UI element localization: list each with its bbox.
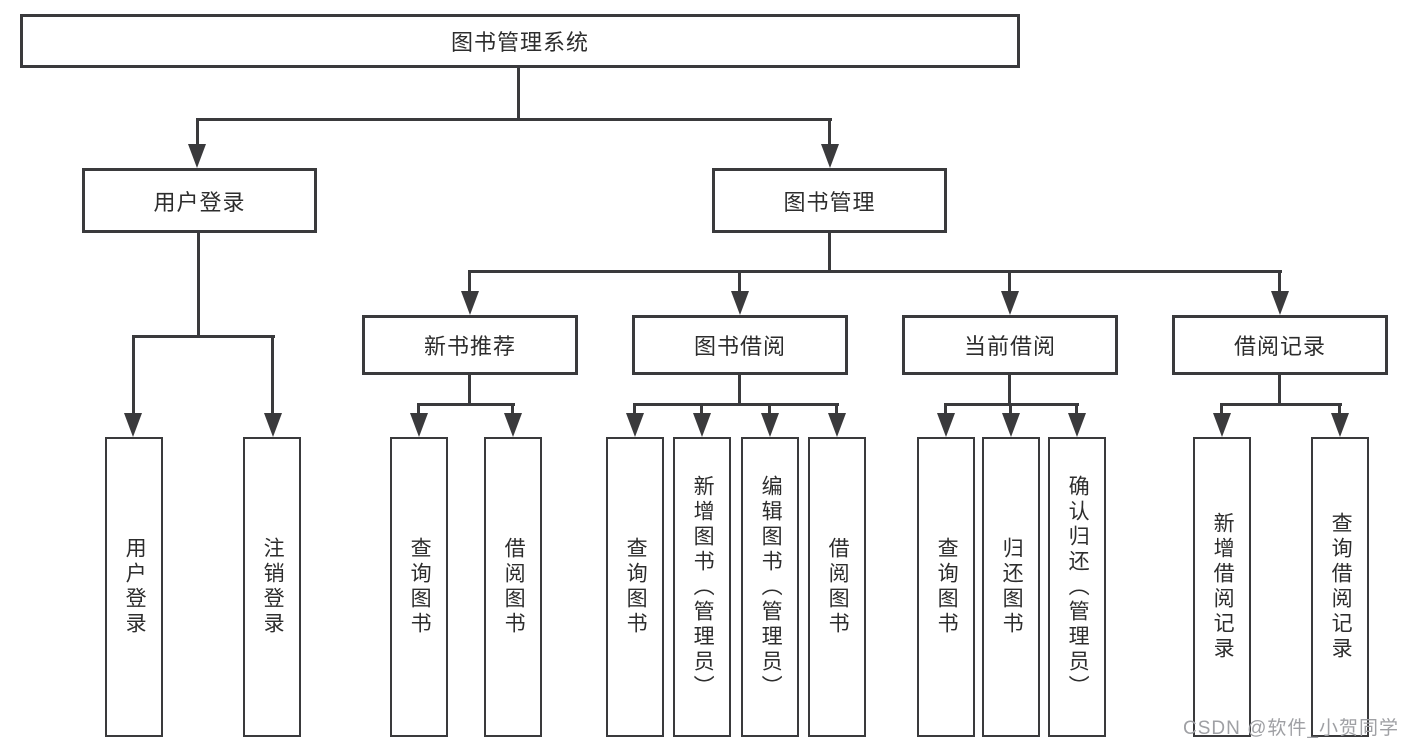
node-label: 用户登录	[153, 189, 246, 215]
arrow-down-icon	[504, 413, 522, 437]
arrow-down-icon	[693, 413, 711, 437]
connector-line	[196, 118, 832, 121]
node-user-login: 用户登录	[82, 168, 317, 233]
leaf-query-books-borrowing: 查询图书	[606, 437, 664, 737]
connector-line	[132, 335, 275, 338]
node-label: 借阅记录	[1233, 334, 1326, 359]
connector-line	[944, 406, 947, 415]
node-label: 用户登录	[123, 537, 147, 637]
connector-line	[196, 121, 199, 147]
leaf-borrow-books-borrowing: 借阅图书	[808, 437, 866, 737]
node-book-borrowing: 图书借阅	[632, 315, 848, 375]
node-new-book-recommend: 新书推荐	[362, 315, 578, 375]
connector-line	[197, 233, 200, 337]
arrow-down-icon	[264, 413, 282, 437]
arrow-down-icon	[937, 413, 955, 437]
leaf-query-books-recommend: 查询图书	[390, 437, 448, 737]
node-label: 查询借阅记录	[1329, 512, 1353, 662]
arrow-down-icon	[410, 413, 428, 437]
arrow-down-icon	[828, 413, 846, 437]
arrow-down-icon	[821, 144, 839, 168]
connector-line	[633, 403, 839, 406]
connector-line	[1278, 375, 1281, 405]
connector-line	[944, 403, 1079, 406]
arrow-down-icon	[731, 291, 749, 315]
connector-line	[468, 273, 471, 293]
connector-line	[417, 403, 515, 406]
leaf-user-login: 用户登录	[105, 437, 163, 737]
arrow-down-icon	[761, 413, 779, 437]
leaf-confirm-return-admin: 确认归还（管理员）	[1048, 437, 1106, 737]
node-label: 归还图书	[1000, 537, 1024, 637]
leaf-borrow-books-recommend: 借阅图书	[484, 437, 542, 737]
node-label: 图书借阅	[693, 334, 786, 359]
leaf-query-borrow-record: 查询借阅记录	[1311, 437, 1369, 737]
arrow-down-icon	[188, 144, 206, 168]
arrow-down-icon	[461, 291, 479, 315]
node-label: 新书推荐	[423, 334, 516, 359]
node-label: 注销登录	[261, 537, 285, 637]
leaf-return-books: 归还图书	[982, 437, 1040, 737]
node-label: 借阅图书	[826, 537, 850, 637]
connector-line	[828, 233, 831, 272]
node-label: 图书管理	[783, 189, 876, 215]
arrow-down-icon	[1213, 413, 1231, 437]
node-current-borrowing: 当前借阅	[902, 315, 1118, 375]
node-label: 确认归还（管理员）	[1066, 474, 1090, 700]
node-label: 新增图书（管理员）	[691, 474, 715, 700]
connector-line	[1220, 403, 1342, 406]
arrow-down-icon	[1271, 291, 1289, 315]
node-label: 图书管理系统	[450, 30, 589, 55]
node-label: 查询图书	[408, 537, 432, 637]
connector-line	[511, 406, 514, 415]
node-book-management: 图书管理	[712, 168, 947, 233]
csdn-watermark: CSDN @软件_小贺同学	[1183, 718, 1399, 739]
connector-line	[417, 406, 420, 415]
leaf-add-books-admin: 新增图书（管理员）	[673, 437, 731, 737]
connector-line	[1278, 273, 1281, 293]
node-library-system: 图书管理系统	[20, 14, 1020, 68]
connector-line	[517, 68, 520, 120]
arrow-down-icon	[124, 413, 142, 437]
connector-line	[633, 406, 636, 415]
arrow-down-icon	[1001, 291, 1019, 315]
leaf-logout-login: 注销登录	[243, 437, 301, 737]
connector-line	[468, 375, 471, 405]
leaf-add-borrow-record: 新增借阅记录	[1193, 437, 1251, 737]
node-label: 借阅图书	[502, 537, 526, 637]
connector-line	[271, 338, 274, 416]
connector-line	[1075, 406, 1078, 415]
arrow-down-icon	[1002, 413, 1020, 437]
leaf-edit-books-admin: 编辑图书（管理员）	[741, 437, 799, 737]
arrow-down-icon	[1068, 413, 1086, 437]
connector-line	[1009, 406, 1012, 415]
node-label: 查询图书	[624, 537, 648, 637]
connector-line	[768, 406, 771, 415]
arrow-down-icon	[1331, 413, 1349, 437]
node-label: 当前借阅	[963, 334, 1056, 359]
connector-line	[1220, 406, 1223, 415]
node-label: 编辑图书（管理员）	[759, 474, 783, 700]
connector-line	[1008, 273, 1011, 293]
connector-line	[835, 406, 838, 415]
connector-line	[738, 273, 741, 293]
connector-line	[828, 121, 831, 147]
node-label: 查询图书	[935, 537, 959, 637]
connector-line	[700, 406, 703, 415]
connector-line	[738, 375, 741, 405]
connector-line	[1008, 375, 1011, 405]
node-label: 新增借阅记录	[1211, 512, 1235, 662]
connector-line	[468, 270, 1282, 273]
connector-line	[132, 338, 135, 416]
node-borrowing-records: 借阅记录	[1172, 315, 1388, 375]
arrow-down-icon	[626, 413, 644, 437]
leaf-query-books-current: 查询图书	[917, 437, 975, 737]
connector-line	[1338, 406, 1341, 415]
